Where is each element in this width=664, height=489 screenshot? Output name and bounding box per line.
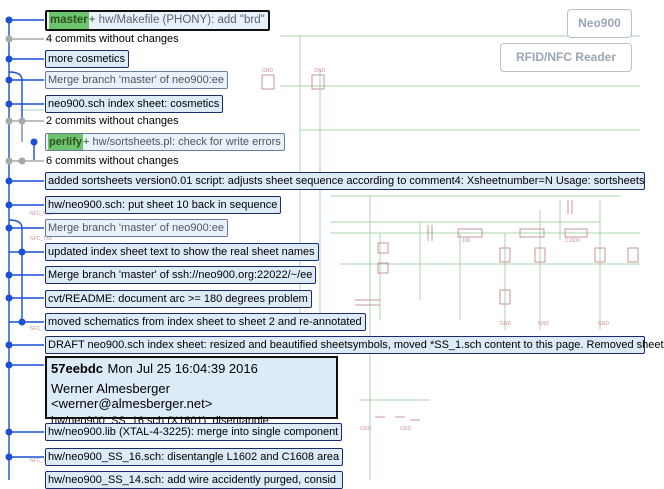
- branch-tag-master[interactable]: master: [49, 12, 89, 29]
- project-name: Neo900: [578, 16, 621, 30]
- svg-text:GND: GND: [360, 426, 372, 432]
- collapsed-commits[interactable]: 4 commits without changes: [46, 33, 179, 45]
- svg-text:NFC_TxA: NFC_TxA: [30, 326, 53, 332]
- schematic-labels: GND GND GND GND GND 100 C1600 GND GND NFC_RxA…: [30, 68, 610, 464]
- commit-nodes: [5, 16, 38, 461]
- title-block-board: RFID/NFC Reader: [500, 43, 632, 72]
- svg-text:GND: GND: [538, 321, 550, 327]
- svg-text:GND: GND: [314, 68, 326, 74]
- commit-item[interactable]: hw/neo900.lib (XTAL-4-3225): merge into …: [45, 423, 343, 441]
- svg-text:C1600: C1600: [565, 238, 580, 244]
- commit-item[interactable]: hw/neo900.sch: put sheet 10 back in sequ…: [45, 196, 282, 214]
- collapsed-commits[interactable]: 6 commits without changes: [46, 155, 179, 167]
- commit-item[interactable]: updated index sheet text to show the rea…: [45, 243, 319, 261]
- branch-tag-perlify[interactable]: perlify: [48, 134, 84, 150]
- svg-text:100: 100: [462, 238, 471, 244]
- commit-item[interactable]: added sortsheets version0.01 script: adj…: [45, 172, 645, 190]
- schematic-diff-view: GND GND GND GND GND 100 C1600 GND GND NFC_RxA…: [5, 16, 640, 480]
- schematic-components: [261, 74, 639, 421]
- svg-text:GND: GND: [598, 321, 610, 327]
- commit-author: Werner Almesberger <werner@almesberger.n…: [51, 381, 213, 411]
- branch-arrow: +: [88, 14, 96, 26]
- merge-commit-item[interactable]: Merge branch 'master' of neo900:ee: [45, 71, 229, 89]
- commit-graph-faded: [9, 38, 44, 162]
- svg-text:GND: GND: [500, 321, 512, 327]
- commit-graph: [8, 19, 44, 480]
- commit-item[interactable]: DRAFT neo900.sch index sheet: resized an…: [45, 336, 664, 354]
- board-name: RFID/NFC Reader: [515, 50, 616, 64]
- commit-item[interactable]: moved schematics from index sheet to she…: [45, 313, 366, 331]
- collapsed-commits[interactable]: 2 commits without changes: [46, 115, 179, 127]
- commit-item[interactable]: cvt/README: document arc >= 180 degrees …: [45, 290, 312, 308]
- merge-commit-item[interactable]: Merge branch 'master' of ssh://neo900.or…: [45, 266, 317, 284]
- commit-item[interactable]: hw/neo900_SS_16.sch: disentangle L1602 a…: [45, 448, 344, 466]
- commit-hash: 57eebdc: [51, 361, 104, 376]
- branch-arrow: +: [83, 136, 90, 148]
- commit-item[interactable]: master+ hw/Makefile (PHONY): add "brd": [45, 10, 270, 31]
- merge-commit-item[interactable]: Merge branch 'master' of neo900:ee: [45, 219, 229, 237]
- schematic-wires: [20, 35, 640, 480]
- svg-text:NFC_TxB: NFC_TxB: [30, 458, 53, 464]
- svg-text:GND: GND: [262, 68, 274, 74]
- commit-item[interactable]: perlify+ hw/sortsheets.pl: check for wri…: [45, 133, 285, 151]
- selected-commit-details[interactable]: 57eebdc Mon Jul 25 16:04:39 2016 Werner …: [45, 356, 338, 427]
- commit-subject: hw/sortsheets.pl: check for write errors: [92, 136, 281, 148]
- commit-item[interactable]: hw/neo900_SS_14.sch: add wire accidently…: [45, 471, 343, 489]
- svg-text:NFC_TxB: NFC_TxB: [30, 236, 53, 242]
- commit-item[interactable]: neo900.sch index sheet: cosmetics: [45, 95, 224, 113]
- commit-subject: hw/Makefile (PHONY): add "brd": [98, 14, 265, 26]
- svg-text:NFC_RxA: NFC_RxA: [30, 211, 53, 217]
- commit-date: Mon Jul 25 16:04:39 2016: [107, 361, 258, 376]
- title-block-project: Neo900: [567, 9, 632, 38]
- commit-item[interactable]: more cosmetics: [45, 50, 130, 68]
- svg-text:GND: GND: [400, 426, 412, 432]
